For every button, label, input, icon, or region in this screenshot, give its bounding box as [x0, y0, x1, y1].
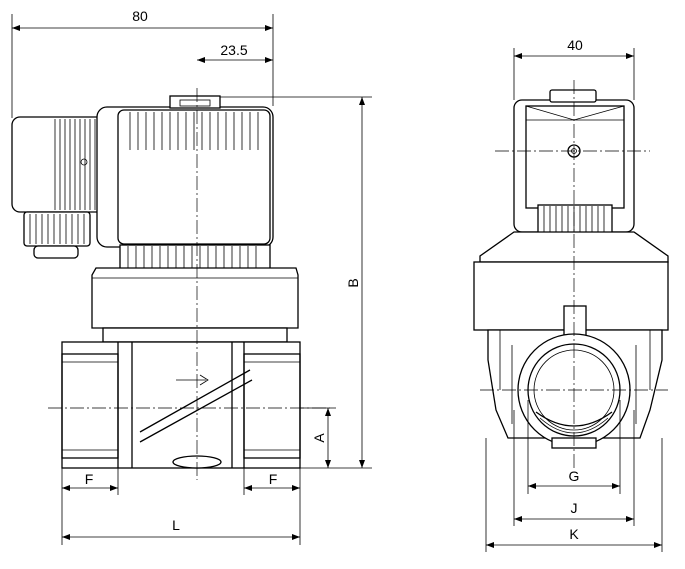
- coil-body: [96, 95, 274, 248]
- dimension-40: 40: [567, 37, 583, 53]
- dimension-G: G: [569, 468, 580, 484]
- bonnet: [91, 267, 299, 329]
- dimension-K: K: [569, 526, 579, 542]
- dimension-B: B: [345, 278, 361, 287]
- side-view: [473, 80, 669, 470]
- coil-connector: [11, 116, 113, 259]
- dimension-F-right: F: [269, 471, 278, 487]
- dimension-80: 80: [132, 8, 148, 24]
- dimension-A: A: [311, 433, 327, 443]
- dimension-J: J: [571, 500, 578, 516]
- front-view-dimensions: 80 23.5 B A F F L: [11, 8, 372, 545]
- valve-body: [61, 327, 301, 469]
- dimension-L: L: [172, 517, 180, 533]
- dimension-F-left: F: [85, 471, 94, 487]
- dimension-23-5: 23.5: [220, 42, 247, 58]
- front-view: [11, 88, 330, 480]
- side-view-dimensions: 40 G J K: [485, 37, 663, 552]
- stem-neck: [119, 244, 271, 271]
